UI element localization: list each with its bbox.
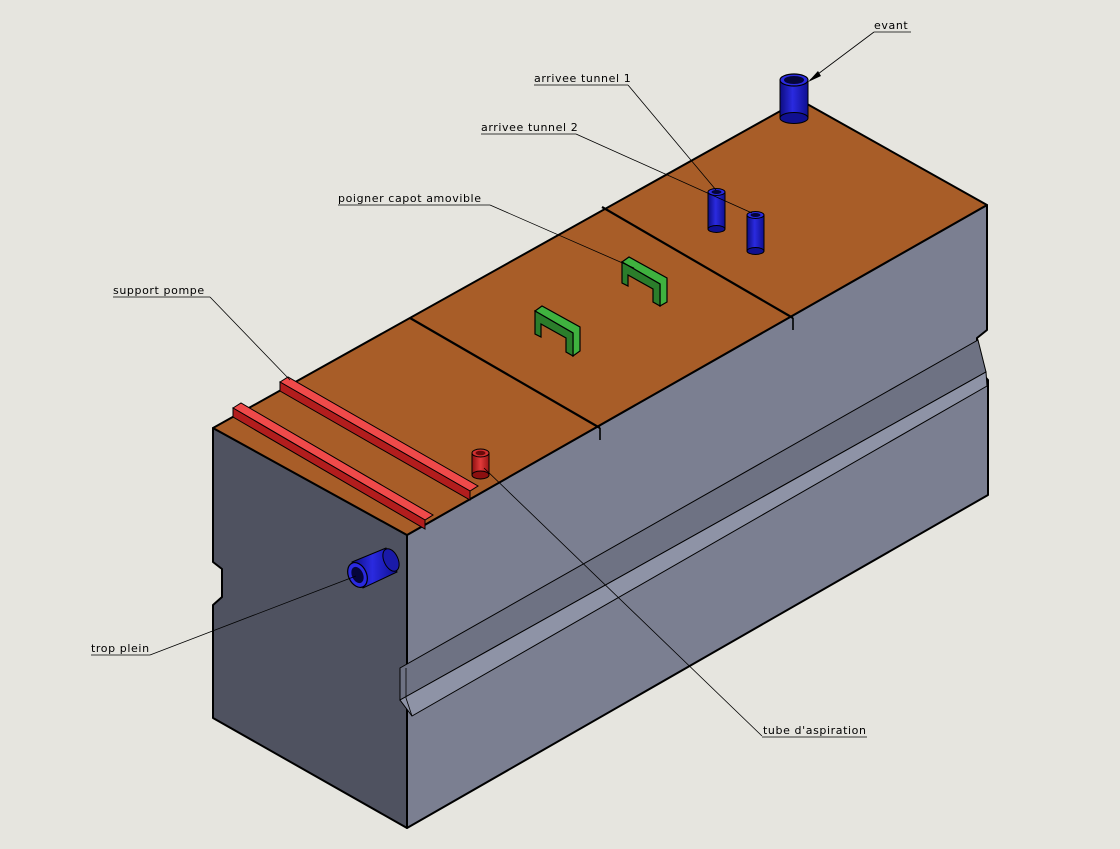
tunnel-inlet-pipe-2 bbox=[746, 211, 765, 255]
tank-groove-bevel bbox=[399, 371, 988, 717]
callout-evant-text: evant bbox=[874, 19, 908, 32]
callout-tunnel-2: arrivee tunnel 2 bbox=[481, 121, 578, 135]
callout-overflow-text: trop plein bbox=[91, 642, 150, 655]
pump-support-rails bbox=[232, 376, 479, 530]
callout-tunnel-1-text: arrivee tunnel 1 bbox=[534, 72, 631, 85]
callout-overflow: trop plein bbox=[91, 642, 150, 656]
callout-handle: poigner capot amovible bbox=[338, 192, 490, 206]
callout-tunnel-2-text: arrivee tunnel 2 bbox=[481, 121, 578, 134]
callout-suction-text: tube d'aspiration bbox=[763, 724, 867, 737]
callout-pump-support-text: support pompe bbox=[113, 284, 205, 297]
lid-handle-2 bbox=[620, 256, 668, 308]
tank-groove-line bbox=[405, 668, 413, 717]
callout-evant: evant bbox=[874, 19, 911, 33]
lid-seam-1 bbox=[409, 317, 601, 429]
lid-seam-2 bbox=[601, 206, 794, 319]
callout-handle-text: poigner capot amovible bbox=[338, 192, 482, 205]
lid-handle-1 bbox=[533, 305, 581, 358]
leader-lines bbox=[149, 31, 875, 737]
callout-pump-support: support pompe bbox=[113, 284, 210, 298]
suction-tube bbox=[471, 448, 490, 480]
callout-tunnel-1: arrivee tunnel 1 bbox=[534, 72, 631, 86]
overflow-pipe bbox=[347, 547, 400, 589]
callout-suction: tube d'aspiration bbox=[762, 724, 867, 738]
tunnel-inlet-pipe-1 bbox=[707, 188, 726, 233]
vent-pipe bbox=[779, 73, 809, 124]
